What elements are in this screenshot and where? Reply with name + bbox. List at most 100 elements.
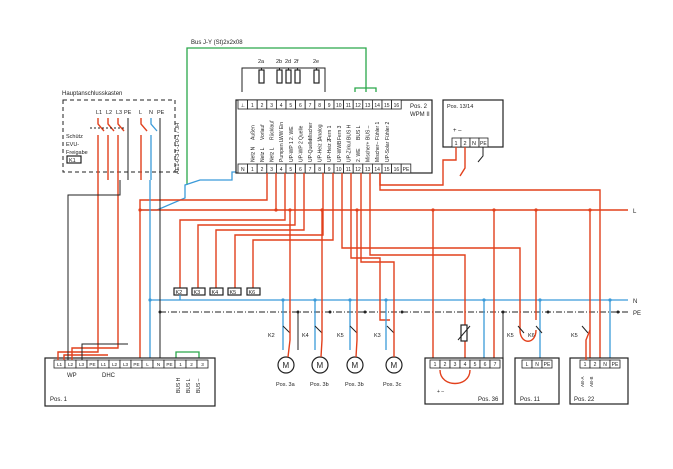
terminal-function-label: WW Ein: [279, 122, 285, 140]
motor-3b-a: K4 M Pos. 3b: [302, 322, 329, 388]
terminal-label: L: [146, 362, 149, 367]
terminal-label: 3: [270, 103, 273, 109]
terminal-label: 2: [190, 362, 193, 367]
sensor-2b: 2b: [276, 59, 283, 84]
terminal-label: 2: [261, 167, 264, 173]
motor-symbol: M: [352, 361, 359, 370]
sensor-label: 2e: [313, 59, 319, 65]
pos-11-label: Pos. 11: [520, 397, 541, 403]
hak-terminal: N: [149, 110, 153, 116]
terminal-function-label: BUS –: [366, 125, 372, 140]
motor-symbol: M: [317, 361, 324, 370]
hak-terminal: PE: [124, 110, 132, 116]
sensor-2a: 2a: [258, 59, 265, 84]
wpm-name: WPM II: [410, 112, 430, 118]
terminal-function-label: UP-WP 1: [289, 141, 295, 162]
terminal-label: 15: [384, 167, 390, 173]
sensor-label: 2f: [294, 59, 299, 65]
pos-11-k5: K5: [507, 333, 514, 339]
terminal-label: PE: [612, 362, 619, 368]
bus-cable-label: Bus J-Y (St)2x2x08: [191, 40, 243, 46]
N-PE-drops: [138, 180, 620, 360]
terminal-label: 15: [384, 103, 390, 109]
terminal-label: N: [157, 362, 160, 367]
pos-1-bus-label: BUS H: [176, 377, 182, 393]
L-drops: [289, 210, 591, 360]
terminal-label: PE: [166, 362, 172, 367]
line-N-label: N: [633, 299, 637, 305]
motor-pos: Pos. 3a: [276, 382, 296, 388]
terminal-cell: [609, 359, 621, 369]
terminal-function-label: Mischer+: [366, 141, 372, 162]
hak-side-label: AE1-0-3-1-1-0-1 / JH: [175, 123, 181, 174]
pos-1-bus-label: BUS –: [196, 378, 202, 393]
terminal-label: PE: [544, 362, 551, 368]
pos-36-polarity: + –: [437, 389, 444, 395]
terminal-function-label: 2. WE: [356, 148, 362, 162]
terminal-label: 10: [336, 103, 342, 109]
terminal-label: 3: [201, 362, 204, 367]
terminal-label: L3: [123, 362, 129, 367]
terminal-label: 1: [179, 362, 182, 367]
coil-label: K5: [230, 290, 237, 296]
terminal-label: PE: [133, 362, 139, 367]
terminal-function-label: Außen: [250, 125, 256, 140]
coil-k6: K6: [246, 287, 261, 296]
terminal-label: 7: [309, 103, 312, 109]
hak-freigabe: Freigabe: [66, 150, 88, 156]
terminal-function-label: Mischer–: [375, 141, 381, 162]
coil-k3: K3: [191, 287, 206, 296]
motor-symbol: M: [391, 361, 398, 370]
pos-22-abb: AB-B: [589, 376, 594, 387]
terminal: PE: [480, 141, 487, 147]
terminal-cell: [196, 359, 209, 369]
coil-label: K6: [249, 290, 256, 296]
terminal-label: 1: [584, 362, 587, 368]
terminal-label: 11: [346, 103, 351, 109]
terminal-label: 7: [309, 167, 312, 173]
coil-label: K3: [194, 290, 201, 296]
pos-13-14: Pos. 13/14 + – 1 2 N PE: [379, 99, 504, 186]
hak-title: Hauptanschlusskasten: [62, 91, 122, 97]
pos-36-label: Pos. 36: [478, 397, 499, 403]
coil-k5: K5: [227, 287, 242, 296]
terminal-label: 5: [474, 362, 477, 368]
terminal-label: 6: [299, 167, 302, 173]
coil-label: K2: [176, 290, 183, 296]
terminal: N: [472, 141, 476, 147]
terminal-label: 8: [318, 167, 321, 173]
terminal-label: 8: [318, 103, 321, 109]
hak-terminal: PE: [157, 110, 165, 116]
coil-k4: K4: [209, 287, 224, 296]
terminal-label: 9: [328, 167, 331, 173]
terminal-function-label: Netz L: [270, 147, 276, 162]
terminal-label: 14: [374, 103, 380, 109]
pos-11-k6: K6: [528, 333, 535, 339]
terminal-function-label: Fern 1: [327, 125, 333, 140]
pos-22-k5: K5: [571, 333, 578, 339]
terminal: 1: [455, 141, 458, 147]
motor-contactor-label: K4: [302, 333, 309, 339]
terminal-label: 1: [251, 103, 254, 109]
terminal-label: 16: [394, 167, 400, 173]
terminal-function-label: Fern 3: [337, 125, 343, 140]
terminal-cell: [541, 359, 553, 369]
terminal-function-label: UP-WWB: [337, 140, 343, 162]
terminal-label: 10: [336, 167, 342, 173]
pos-1-dhc: DHC: [102, 373, 116, 379]
terminal-cell: [391, 99, 402, 110]
hak-box: [62, 99, 176, 173]
terminal-function-label: UP-Heiz 1: [318, 139, 324, 162]
motor-symbol: M: [283, 361, 290, 370]
terminal-label: N: [535, 362, 539, 368]
terminal-label: 2: [444, 362, 447, 368]
motor-3a: K2 M Pos. 3a: [268, 322, 296, 388]
terminal-label: L1: [57, 362, 63, 367]
terminal-function-label: UP-Quelle: [308, 139, 314, 162]
terminal-label: 1: [251, 167, 254, 173]
terminal-label: ⊥: [241, 103, 245, 109]
